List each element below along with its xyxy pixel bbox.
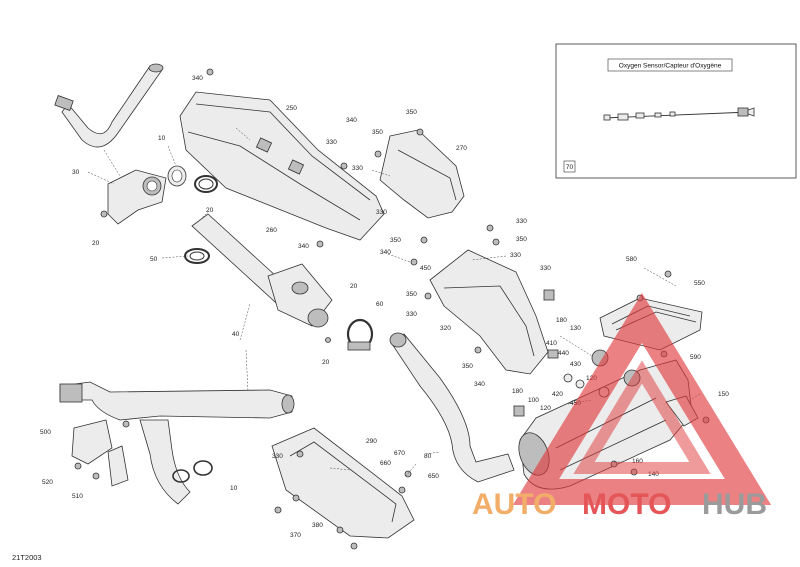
callout-label: 10 xyxy=(230,485,238,492)
callout-label: 550 xyxy=(694,280,705,287)
callout-label: 330 xyxy=(406,311,417,318)
callout-label: 350 xyxy=(462,363,473,370)
watermark-text-moto: MOTO xyxy=(582,488,671,521)
heat-shield-lower-left xyxy=(71,419,113,465)
callout-label: 330 xyxy=(510,252,521,259)
exhaust-manifold xyxy=(107,169,167,225)
muffler-inlet-pipe xyxy=(389,332,515,483)
callout-label: 10 xyxy=(158,135,166,142)
callout-label: 340 xyxy=(192,75,203,82)
callout-label: 350 xyxy=(406,109,417,116)
heat-shield-upper xyxy=(179,91,385,241)
inset-ref-label: 70 xyxy=(566,164,574,171)
muffler-heat-shield xyxy=(429,249,549,375)
inset-title: Oxygen Sensor/Capteur d'Oxygène xyxy=(619,63,722,70)
callout-label: 160 xyxy=(632,458,643,465)
callout-label: 180 xyxy=(512,388,523,395)
callout-label: 60 xyxy=(376,301,384,308)
callout-label: 20 xyxy=(350,283,358,290)
oxygen-sensor-part xyxy=(603,107,755,121)
lower-y-pipe xyxy=(59,381,295,421)
callout-label: 100 xyxy=(528,397,539,404)
callout-label: 320 xyxy=(440,325,451,332)
callout-label: 410 xyxy=(546,340,557,347)
heat-shield-right xyxy=(379,129,465,219)
callout-label: 330 xyxy=(376,209,387,216)
front-exhaust-pipe xyxy=(54,63,164,148)
callout-label: 20 xyxy=(92,240,100,247)
callout-label: 520 xyxy=(42,479,53,486)
callout-label: 430 xyxy=(570,361,581,368)
callout-label: 510 xyxy=(72,493,83,500)
callout-label: 580 xyxy=(626,256,637,263)
callout-label: 180 xyxy=(556,317,567,324)
automotohub-watermark: AUTO MOTO HUB xyxy=(472,293,772,521)
callout-label: 350 xyxy=(406,291,417,298)
callout-label: 350 xyxy=(390,237,401,244)
lower-header-pipe xyxy=(107,419,191,505)
callout-label: 20 xyxy=(206,207,214,214)
callout-label: 650 xyxy=(428,473,439,480)
callout-label: 20 xyxy=(322,359,330,366)
callout-label: 380 xyxy=(312,522,323,529)
callout-label: 120 xyxy=(540,405,551,412)
callout-label: 440 xyxy=(558,350,569,357)
spring-clamp-lower xyxy=(184,248,210,264)
diagram-code: 21T2003 xyxy=(12,553,42,562)
callout-label: 350 xyxy=(516,236,527,243)
callout-label: 370 xyxy=(290,532,301,539)
middle-pipe xyxy=(191,213,333,328)
watermark-text-auto: AUTO xyxy=(472,488,556,521)
watermark-text-hub: HUB xyxy=(702,488,767,521)
callout-label: 670 xyxy=(394,450,405,457)
callout-label: 140 xyxy=(648,471,659,478)
callout-label: 660 xyxy=(380,460,391,467)
callout-label: 50 xyxy=(150,256,158,263)
gasket-ring-lower xyxy=(172,469,190,483)
callout-label: 40 xyxy=(232,331,240,338)
parts-drawing xyxy=(54,63,710,550)
watermark-triangle-logo xyxy=(512,293,772,505)
callout-label: 250 xyxy=(286,105,297,112)
callout-label: 290 xyxy=(366,438,377,445)
callout-label: 260 xyxy=(266,227,277,234)
oxygen-sensor-inset: Oxygen Sensor/Capteur d'Oxygène 70 xyxy=(555,43,797,179)
callout-label: 420 xyxy=(552,391,563,398)
callout-label: 330 xyxy=(516,218,527,225)
callout-label: 450 xyxy=(420,265,431,272)
callout-label: 330 xyxy=(352,165,363,172)
callout-label: 270 xyxy=(456,145,467,152)
callout-label: 30 xyxy=(72,169,80,176)
exhaust-clamp xyxy=(346,318,374,351)
callout-label: 330 xyxy=(272,453,283,460)
callout-label: 340 xyxy=(298,243,309,250)
callout-label: 590 xyxy=(690,354,701,361)
callout-label: 340 xyxy=(380,249,391,256)
callout-label: 150 xyxy=(718,391,729,398)
spring-clamp-upper xyxy=(194,175,218,193)
callout-label: 130 xyxy=(570,325,581,332)
callout-label: 350 xyxy=(372,129,383,136)
callout-label: 340 xyxy=(474,381,485,388)
heat-shield-lower xyxy=(271,427,415,539)
callout-label: 80 xyxy=(424,453,432,460)
callout-label: 340 xyxy=(346,117,357,124)
callout-labels: 340 10 30 20 50 250 340 350 350 270 330 … xyxy=(40,75,729,539)
callout-label: 330 xyxy=(326,139,337,146)
callout-label: 500 xyxy=(40,429,51,436)
callout-label: 330 xyxy=(540,265,551,272)
